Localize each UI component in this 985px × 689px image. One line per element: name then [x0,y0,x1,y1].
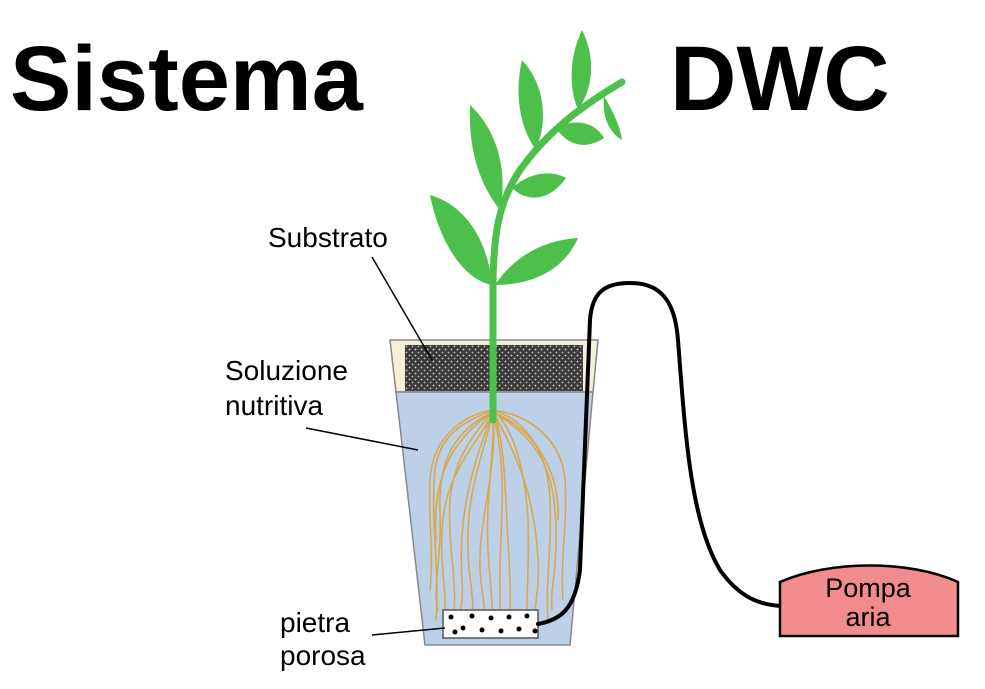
label-solution-line2: nutritiva [225,390,323,421]
pump-label-line2: aria [845,602,891,632]
label-substrate: Substrato [268,222,388,253]
leaf [604,96,622,140]
label-stone-line1: pietra [280,607,350,638]
leaf [519,60,543,150]
pump-label-line1: Pompa [825,573,912,603]
label-stone-line2: porosa [280,640,366,671]
air-pump: Pompa aria [780,566,958,637]
leaf [572,30,592,110]
leaf [495,238,578,285]
leaf [512,173,566,197]
title-left: Sistema [10,28,364,130]
label-solution-line1: Soluzione [225,355,348,386]
leaf [470,105,503,210]
air-stone [443,610,538,638]
leaf [556,123,604,145]
title-right: DWC [670,28,890,130]
leaf [430,195,492,285]
